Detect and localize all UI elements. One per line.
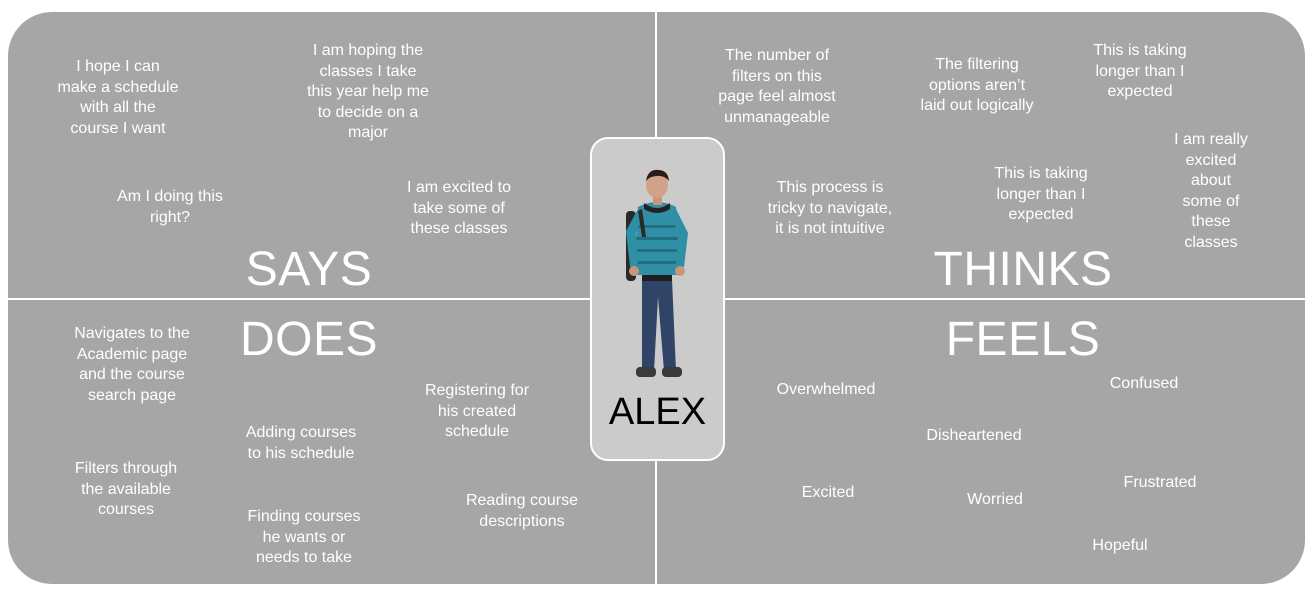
feels-note: Hopeful bbox=[1092, 537, 1148, 554]
does-heading: DOES bbox=[239, 313, 379, 366]
feels-note: Frustrated bbox=[1123, 474, 1197, 491]
says-note: Am I doing this right? bbox=[117, 188, 223, 226]
persona-name: ALEX bbox=[608, 391, 707, 433]
feels-note: Disheartened bbox=[926, 427, 1022, 444]
thinks-note: The filtering options aren’t laid out lo… bbox=[920, 56, 1034, 114]
empathy-map: I hope I can make a schedule with all th… bbox=[8, 12, 1305, 584]
says-note: I hope I can make a schedule with all th… bbox=[57, 58, 179, 137]
thinks-note: This process is tricky to navigate, it i… bbox=[767, 179, 893, 237]
says-note: I am hoping the classes I take this year… bbox=[307, 42, 429, 141]
feels-note: Excited bbox=[801, 484, 855, 501]
thinks-heading: THINKS bbox=[933, 243, 1113, 296]
does-note: Navigates to the Academic page and the c… bbox=[74, 325, 190, 404]
feels-note: Confused bbox=[1109, 375, 1179, 392]
persona-card: ALEX bbox=[590, 137, 725, 461]
student-figure-icon bbox=[626, 169, 688, 377]
does-note: Finding courses he wants or needs to tak… bbox=[247, 508, 361, 566]
feels-heading: FEELS bbox=[945, 313, 1101, 366]
does-note: Filters through the available courses bbox=[74, 460, 178, 518]
thinks-note: The number of filters on this page feel … bbox=[718, 47, 836, 126]
does-note: Reading course descriptions bbox=[465, 492, 579, 530]
says-note: I am excited to take some of these class… bbox=[406, 179, 512, 237]
thinks-note: This is taking longer than I expected bbox=[1093, 42, 1187, 100]
thinks-note: This is taking longer than I expected bbox=[994, 165, 1088, 223]
feels-note: Overwhelmed bbox=[776, 381, 876, 398]
does-note: Adding courses to his schedule bbox=[245, 424, 357, 462]
does-note: Registering for his created schedule bbox=[424, 382, 530, 440]
thinks-note: I am really excited about some of these … bbox=[1174, 131, 1248, 251]
says-heading: SAYS bbox=[245, 243, 373, 296]
feels-note: Worried bbox=[967, 491, 1023, 508]
